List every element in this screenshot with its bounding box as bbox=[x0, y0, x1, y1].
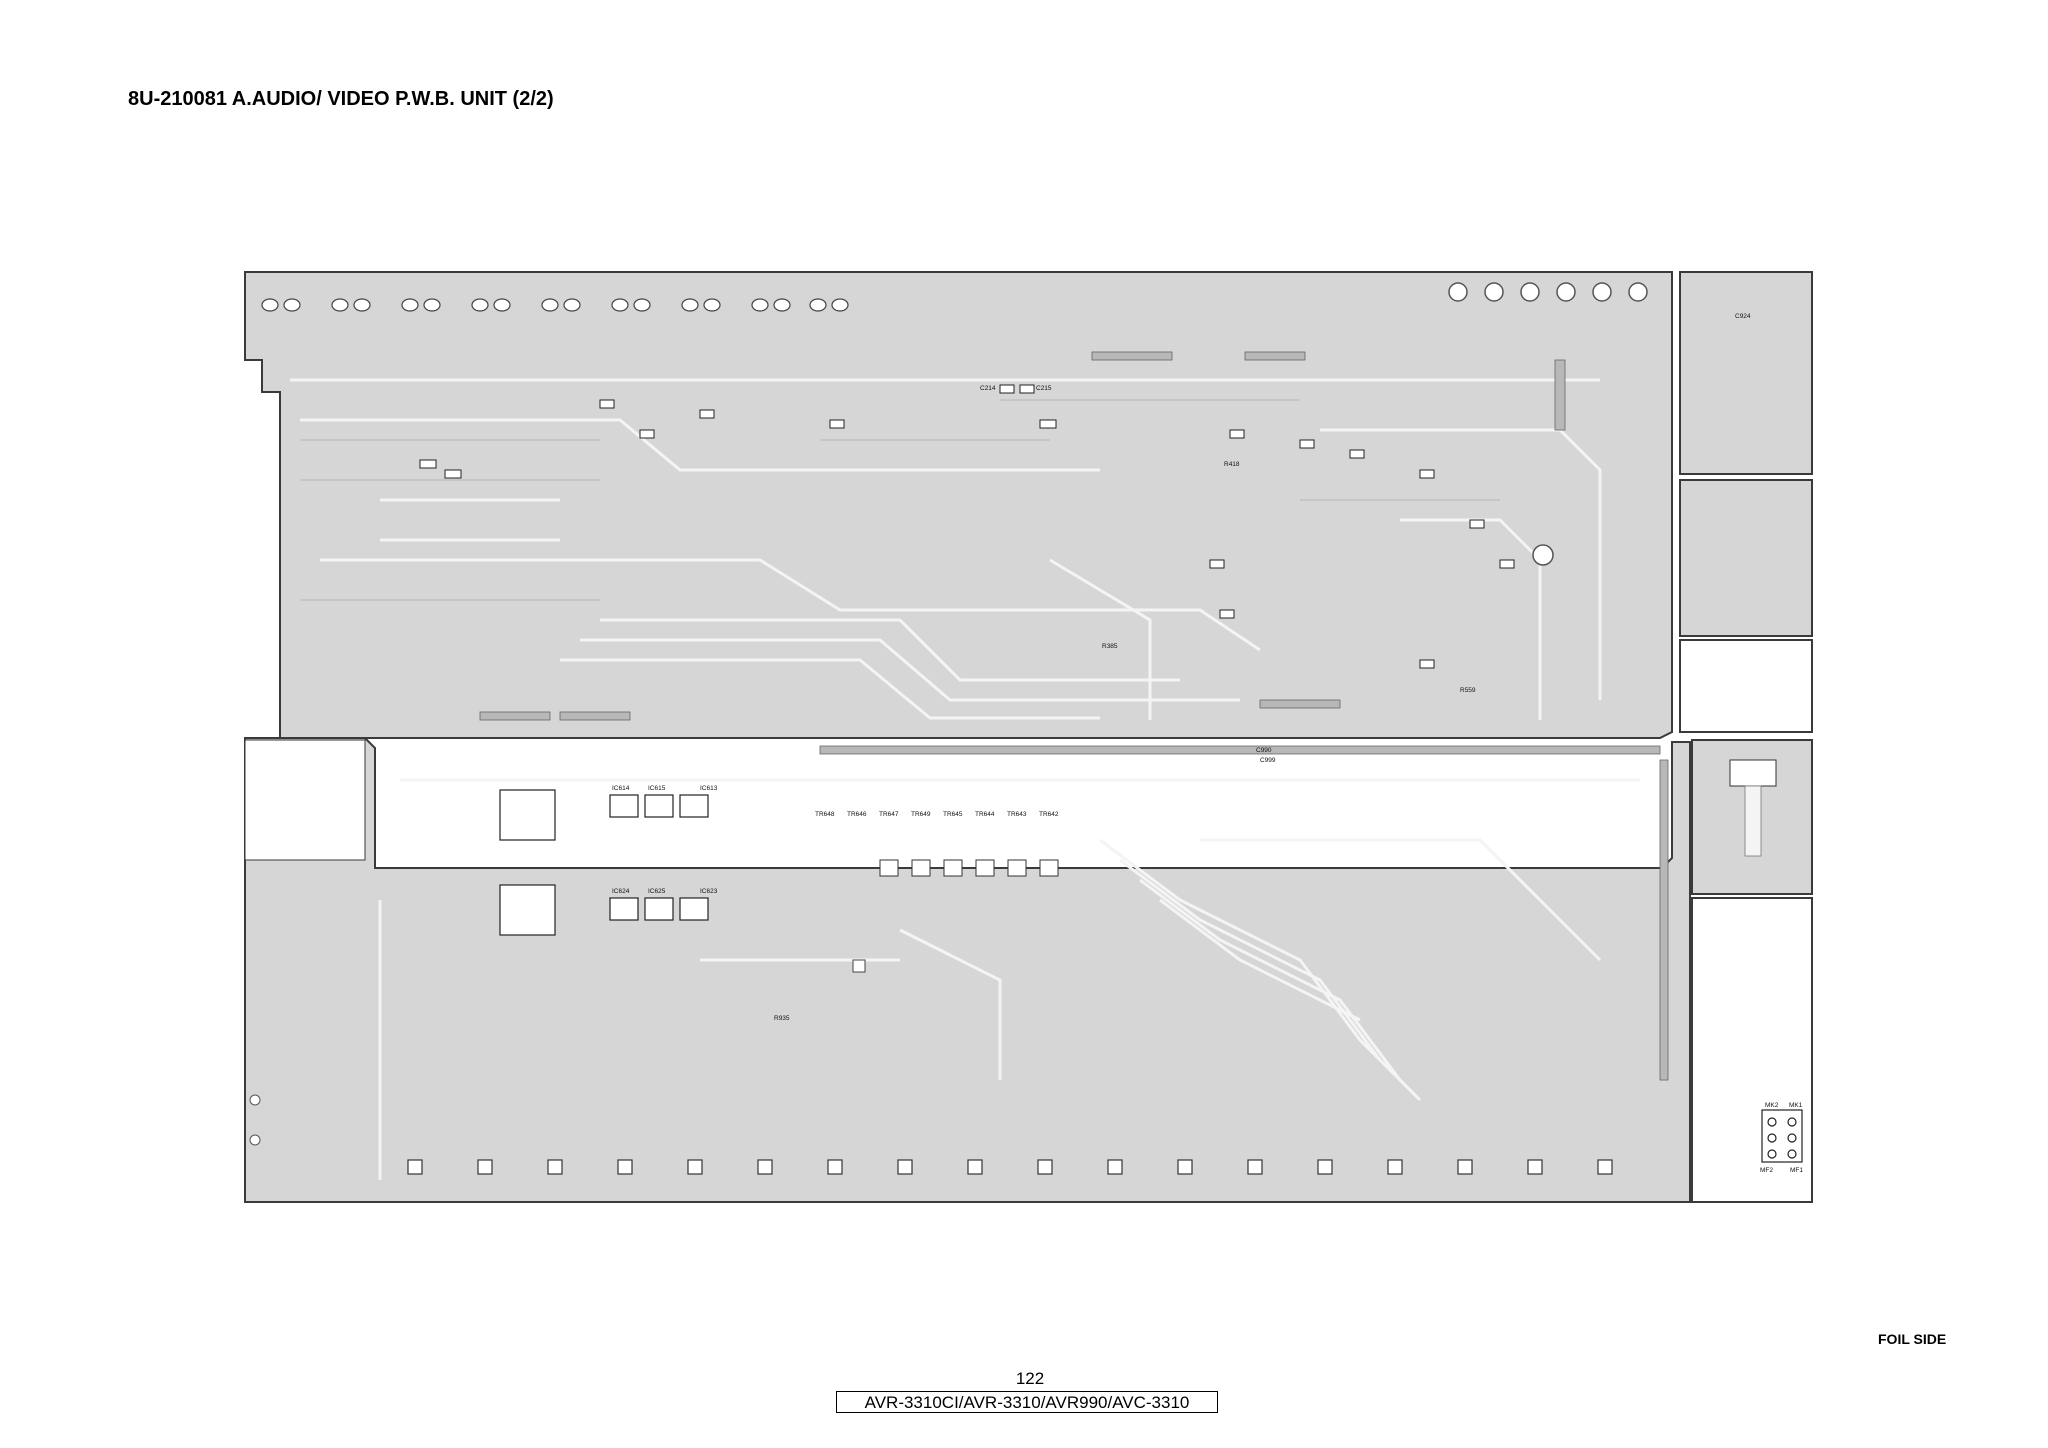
label-cap-2: C214 bbox=[980, 385, 996, 392]
label-cap-3: C215 bbox=[1036, 385, 1052, 392]
label-tr-1: TR648 bbox=[815, 811, 835, 818]
lower-left-blank bbox=[244, 739, 366, 861]
upper-jack-pads bbox=[261, 298, 849, 312]
mount-hole-upper bbox=[1532, 544, 1554, 566]
model-list-box: AVR-3310CI/AVR-3310/AVR990/AVC-3310 bbox=[836, 1391, 1218, 1413]
upper-connector-row bbox=[1448, 282, 1648, 302]
upper-header-strip-2 bbox=[1244, 351, 1306, 361]
foil-side-label: FOIL SIDE bbox=[1878, 1331, 1947, 1347]
upper-header-strip-1 bbox=[1091, 351, 1173, 361]
label-tr-4: TR649 bbox=[911, 811, 931, 818]
lower-board-outline bbox=[244, 737, 1691, 1203]
upper-header-strip-4 bbox=[479, 711, 551, 721]
label-connector-b: MK1 bbox=[1789, 1102, 1803, 1109]
mount-hole-left-1 bbox=[249, 1094, 261, 1106]
upper-header-strip-5 bbox=[559, 711, 631, 721]
upper-components bbox=[419, 384, 1515, 669]
label-res-3: R935 bbox=[774, 1015, 790, 1022]
label-cap-5: C999 bbox=[1260, 757, 1276, 764]
lower-header-strip bbox=[819, 745, 1661, 755]
upper-right-board-b bbox=[1679, 479, 1813, 637]
lower-jack-pads bbox=[407, 1159, 1613, 1175]
label-ic-5: IC623 bbox=[700, 888, 718, 895]
lower-right-stem bbox=[1744, 785, 1762, 857]
label-cap-4: C990 bbox=[1256, 747, 1272, 754]
label-res-2: R559 bbox=[1460, 687, 1476, 694]
label-connector-c: MF2 bbox=[1760, 1167, 1773, 1174]
lower-ics bbox=[499, 789, 709, 936]
label-tr-5: TR645 bbox=[943, 811, 963, 818]
mount-hole-left-2 bbox=[249, 1134, 261, 1146]
label-connector-d: MF1 bbox=[1790, 1167, 1803, 1174]
lower-traces bbox=[378, 778, 1640, 1180]
label-ic-6: IC613 bbox=[700, 785, 718, 792]
label-res-4: R385 bbox=[1102, 643, 1118, 650]
label-connector-a: MK2 bbox=[1765, 1102, 1779, 1109]
label-tr-7: TR643 bbox=[1007, 811, 1027, 818]
label-cap-1: C924 bbox=[1735, 313, 1751, 320]
label-tr-3: TR647 bbox=[879, 811, 899, 818]
upper-traces-dark bbox=[300, 399, 1500, 601]
label-ic-4: IC625 bbox=[648, 888, 666, 895]
upper-header-strip-6 bbox=[1259, 699, 1341, 709]
upper-board-outline bbox=[244, 271, 1673, 739]
transistor-pads bbox=[879, 859, 1059, 877]
upper-right-blank bbox=[1679, 639, 1813, 733]
lower-right-connector bbox=[1729, 759, 1777, 787]
upper-right-board-a bbox=[1679, 271, 1813, 475]
connector-grid bbox=[1761, 1109, 1803, 1163]
label-ic-2: IC615 bbox=[648, 785, 666, 792]
page-title: 8U-210081 A.AUDIO/ VIDEO P.W.B. UNIT (2/… bbox=[128, 88, 554, 110]
label-tr-2: TR646 bbox=[847, 811, 867, 818]
upper-header-strip-3 bbox=[1554, 359, 1566, 431]
label-res-1: R418 bbox=[1224, 461, 1240, 468]
label-ic-1: IC614 bbox=[612, 785, 630, 792]
label-ic-3: IC624 bbox=[612, 888, 630, 895]
center-small-pad bbox=[852, 959, 866, 973]
label-tr-6: TR644 bbox=[975, 811, 995, 818]
label-tr-8: TR642 bbox=[1039, 811, 1059, 818]
lower-header-strip-2 bbox=[1659, 759, 1669, 1081]
upper-traces bbox=[290, 378, 1602, 720]
page-number: 122 bbox=[1015, 1369, 1045, 1388]
